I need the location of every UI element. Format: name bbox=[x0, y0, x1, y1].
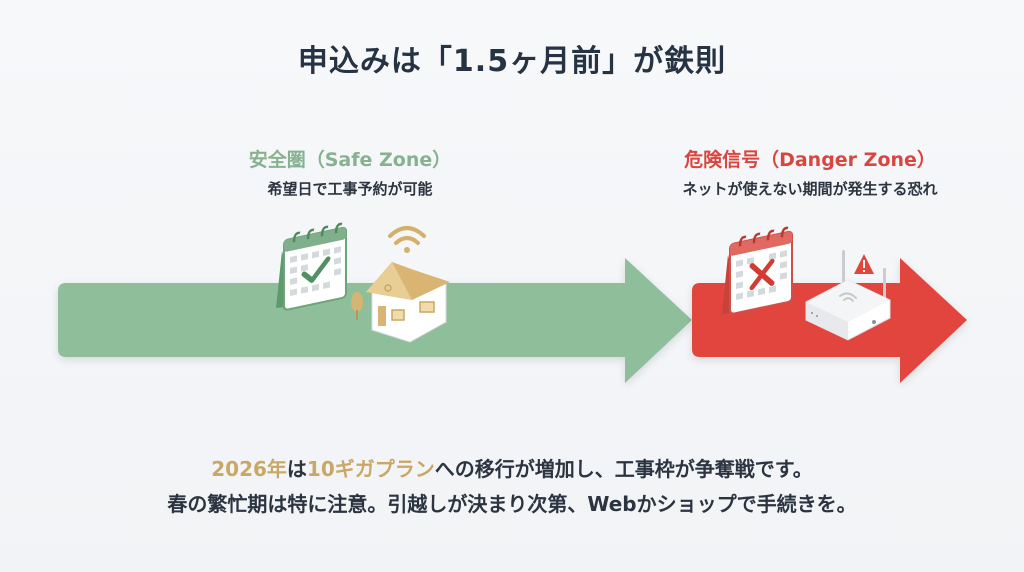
year-highlight: 2026年 bbox=[211, 457, 287, 481]
warning-icon bbox=[854, 254, 874, 274]
router-icon bbox=[805, 250, 891, 341]
danger-zone-description: ネットが使えない期間が発生する恐れ bbox=[682, 180, 938, 198]
house-icon bbox=[366, 262, 450, 343]
wifi-icon bbox=[388, 226, 426, 253]
footer-line-1: 2026年は10ギガプランへの移行が増加し、工事枠が争奪戦です。 bbox=[0, 452, 1024, 487]
danger-zone-label: 危険信号（Danger Zone） ネットが使えない期間が発生する恐れ bbox=[620, 145, 1000, 199]
safe-zone-description: 希望日で工事予約が可能 bbox=[267, 180, 433, 198]
safe-zone-label: 安全圏（Safe Zone） 希望日で工事予約が可能 bbox=[200, 145, 500, 199]
safe-zone-heading: 安全圏（Safe Zone） bbox=[248, 149, 452, 171]
footer-line-2: 春の繁忙期は特に注意。引越しが決まり次第、Webかショップで手続きを。 bbox=[167, 492, 857, 516]
calendar-x-icon bbox=[722, 226, 793, 315]
footer-note: 2026年は10ギガプランへの移行が増加し、工事枠が争奪戦です。 春の繁忙期は特… bbox=[0, 452, 1024, 522]
calendar-check-icon bbox=[276, 222, 347, 311]
plan-highlight: 10ギガプラン bbox=[306, 457, 435, 481]
footer-text: は bbox=[286, 457, 307, 481]
page-title: 申込みは「1.5ヶ月前」が鉄則 bbox=[297, 44, 727, 79]
footer-text: への移行が増加し、工事枠が争奪戦です。 bbox=[434, 457, 813, 481]
danger-zone-heading: 危険信号（Danger Zone） bbox=[684, 149, 936, 171]
tree-icon bbox=[351, 292, 363, 320]
